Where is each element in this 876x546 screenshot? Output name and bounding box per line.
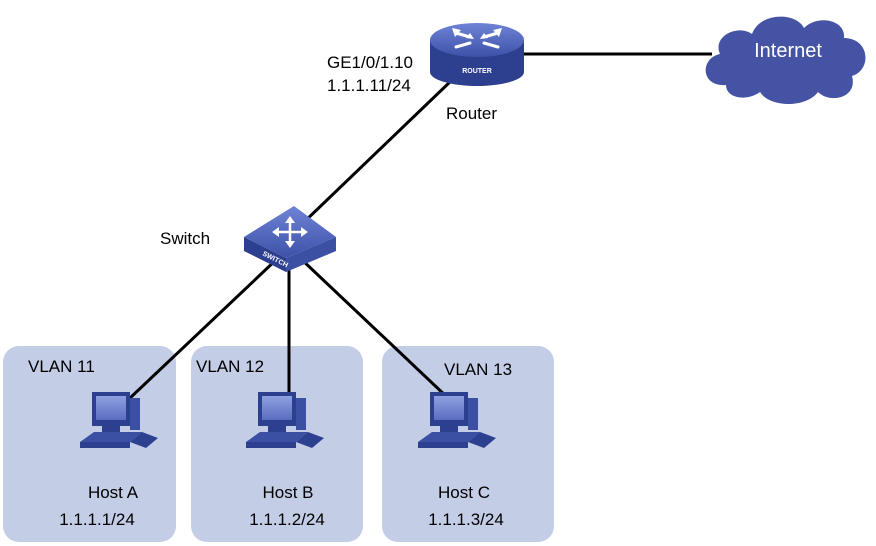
switch-icon: SWITCH — [244, 206, 336, 272]
link-switch-host-a — [128, 256, 280, 400]
vlan-12-label: VLAN 12 — [196, 357, 264, 376]
router-ip-label: 1.1.1.11/24 — [327, 76, 411, 95]
link-switch-host-c — [298, 256, 450, 400]
pc-icon — [418, 392, 496, 448]
host-a-label: Host A — [88, 483, 139, 502]
host-c-ip-label: 1.1.1.3/24 — [428, 510, 504, 529]
internet-cloud-icon: Internet — [705, 16, 866, 104]
router-icon: ROUTER — [430, 23, 524, 86]
switch-label: Switch — [160, 229, 210, 248]
host-b-ip-label: 1.1.1.2/24 — [249, 510, 325, 529]
router-icon-caption: ROUTER — [462, 68, 492, 75]
router-interface-label: GE1/0/1.10 — [327, 53, 413, 72]
pc-icon — [246, 392, 324, 448]
link-switch-router — [300, 78, 454, 226]
host-a-ip-label: 1.1.1.1/24 — [59, 510, 135, 529]
vlan-13-label: VLAN 13 — [444, 360, 512, 379]
host-b-label: Host B — [262, 483, 313, 502]
internet-label: Internet — [754, 40, 822, 62]
host-c-label: Host C — [438, 483, 490, 502]
pc-icon — [80, 392, 158, 448]
vlan-11-label: VLAN 11 — [28, 357, 95, 376]
router-label: Router — [446, 104, 497, 123]
